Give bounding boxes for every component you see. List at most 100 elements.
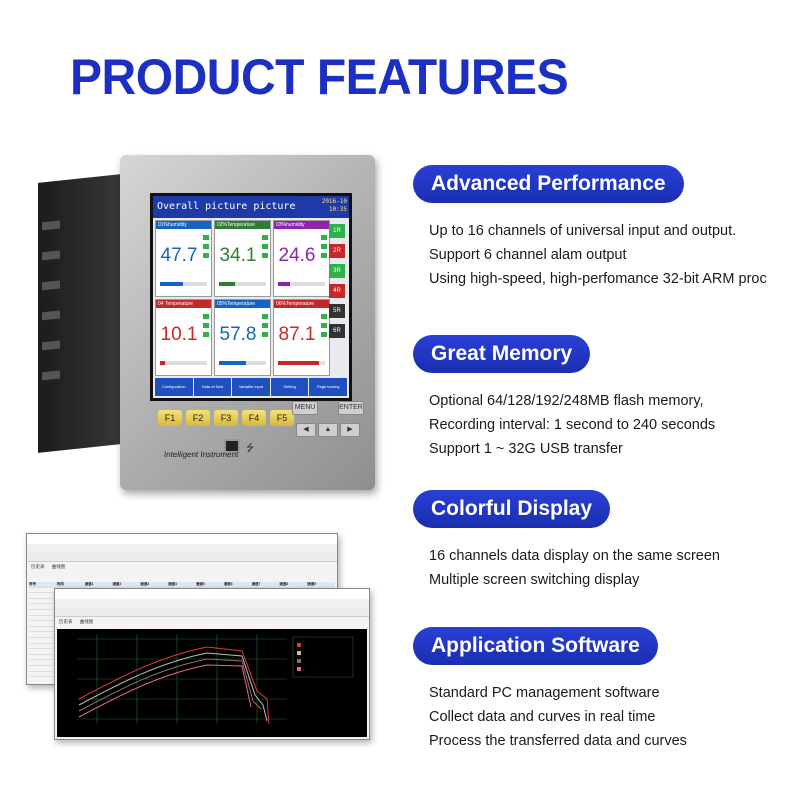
channel-tile: 04 Temperature 10.1 bbox=[155, 299, 212, 376]
function-key-f3[interactable]: F3 bbox=[214, 410, 238, 426]
function-key-f5[interactable]: F5 bbox=[270, 410, 294, 426]
channel-value: 57.8 bbox=[219, 324, 257, 345]
arrow-right-key[interactable]: ▶ bbox=[340, 423, 360, 437]
feature-heading: Application Software bbox=[413, 627, 658, 665]
tab-history[interactable]: 历史表 bbox=[31, 564, 45, 569]
channel-value: 34.1 bbox=[219, 245, 257, 266]
enter-key[interactable]: ENTER bbox=[338, 401, 364, 415]
feature-line: Up to 16 channels of universal input and… bbox=[429, 223, 737, 239]
arrow-up-key[interactable]: ▲ bbox=[318, 423, 338, 437]
window-toolbar bbox=[27, 552, 337, 562]
channel-value: 24.6 bbox=[278, 245, 316, 266]
table-header-cell: 序号 bbox=[29, 582, 36, 586]
channel-label: 01%humidity bbox=[156, 221, 211, 229]
table-header-cell: 时间 bbox=[56, 582, 64, 586]
table-header-cell: 通道2 bbox=[112, 582, 122, 586]
curve-plot-svg bbox=[77, 634, 354, 725]
feature-line: Support 1 ~ 32G USB transfer bbox=[429, 441, 623, 457]
function-key-f1[interactable]: F1 bbox=[158, 410, 182, 426]
tab-curve[interactable]: 曲线图 bbox=[51, 564, 66, 569]
channel-leds bbox=[321, 235, 327, 262]
channel-bar bbox=[278, 282, 325, 286]
feature-line: Collect data and curves in real time bbox=[429, 709, 656, 725]
channel-label: 04 Temperature bbox=[156, 300, 211, 308]
curve-window: 历史表 曲线图 bbox=[54, 588, 370, 740]
channel-tile: 01%humidity 47.7 bbox=[155, 220, 212, 297]
brand-label: Intelligent Instrument bbox=[163, 450, 239, 459]
channel-label: 05%Temperature bbox=[215, 300, 270, 308]
window-menu-bar bbox=[55, 599, 369, 607]
feature-lines: Up to 16 channels of universal input and… bbox=[413, 219, 793, 291]
window-tabs: 历史表 曲线图 bbox=[27, 562, 337, 571]
tab-curve[interactable]: 曲线图 bbox=[79, 619, 94, 624]
alarm-indicator: 2R bbox=[329, 244, 345, 258]
table-header-cell: 通道5 bbox=[195, 582, 205, 586]
curve-plot bbox=[57, 629, 367, 737]
channel-bar-fill bbox=[219, 282, 235, 286]
feature-heading: Colorful Display bbox=[413, 490, 611, 528]
feature-line: Standard PC management software bbox=[429, 685, 660, 701]
feature-lines: 16 channels data display on the same scr… bbox=[413, 544, 793, 592]
feature-lines: Standard PC management software Collect … bbox=[413, 681, 793, 753]
alarm-indicator: 4R bbox=[329, 284, 345, 298]
function-key-f4[interactable]: F4 bbox=[242, 410, 266, 426]
table-header-cell: 通道4 bbox=[168, 582, 178, 586]
feature-line: Process the transferred data and curves bbox=[429, 733, 687, 749]
feature-application-software: Application Software Standard PC managem… bbox=[413, 627, 793, 753]
soft-key[interactable]: Page turning bbox=[309, 378, 347, 396]
feature-line: Recording interval: 1 second to 240 seco… bbox=[429, 417, 716, 433]
usb-port bbox=[224, 439, 240, 453]
channel-value: 87.1 bbox=[278, 324, 316, 345]
feature-advanced-performance: Advanced Performance Up to 16 channels o… bbox=[413, 165, 793, 291]
screen-title: Overall picture picture bbox=[153, 196, 349, 218]
table-header-cell: 通道9 bbox=[307, 582, 317, 586]
table-header-cell: 通道6 bbox=[223, 582, 233, 586]
feature-line: 16 channels data display on the same scr… bbox=[429, 548, 720, 564]
menu-key[interactable]: MENU bbox=[292, 401, 318, 415]
screen-clock: 2016-10 10:35 bbox=[321, 198, 347, 213]
usb-icon: ⭍ bbox=[246, 443, 255, 454]
channel-bar bbox=[219, 361, 266, 365]
channel-tile: 02%Temperature 34.1 bbox=[214, 220, 271, 297]
recorder-device: Overall picture picture 2016-10 10:35 01… bbox=[120, 155, 375, 490]
channel-value: 47.7 bbox=[160, 245, 198, 266]
feature-heading: Advanced Performance bbox=[413, 165, 684, 203]
channel-label: 03%humidity bbox=[274, 221, 329, 229]
channel-bar-fill bbox=[219, 361, 247, 365]
table-header-cell: 通道8 bbox=[279, 582, 289, 586]
screen-bezel: Overall picture picture 2016-10 10:35 01… bbox=[150, 193, 352, 401]
alarm-indicator: 1R bbox=[329, 224, 345, 238]
device-screen: Overall picture picture 2016-10 10:35 01… bbox=[153, 196, 349, 398]
window-title-bar bbox=[27, 534, 337, 544]
channel-bar-fill bbox=[278, 282, 290, 286]
window-tabs: 历史表 曲线图 bbox=[55, 617, 369, 626]
channel-bar-fill bbox=[160, 361, 165, 365]
channel-value: 10.1 bbox=[160, 324, 198, 345]
channel-bar bbox=[219, 282, 266, 286]
channel-leds bbox=[203, 314, 209, 341]
channel-label: 02%Temperature bbox=[215, 221, 270, 229]
soft-key[interactable]: Variable input bbox=[232, 378, 270, 396]
feature-line: Optional 64/128/192/248MB flash memory, bbox=[429, 393, 704, 409]
device-side-panel bbox=[38, 173, 130, 453]
table-header-cell: 通道3 bbox=[140, 582, 150, 586]
alarm-indicator: 6R bbox=[329, 324, 345, 338]
window-toolbar bbox=[55, 607, 369, 617]
tab-history[interactable]: 历史表 bbox=[59, 619, 73, 624]
feature-heading: Great Memory bbox=[413, 335, 591, 373]
function-key-f2[interactable]: F2 bbox=[186, 410, 210, 426]
soft-key[interactable]: Setting bbox=[270, 378, 309, 396]
feature-lines: Optional 64/128/192/248MB flash memory, … bbox=[413, 389, 793, 461]
channel-tile: 05%Temperature 57.8 bbox=[214, 299, 271, 376]
channel-leds bbox=[203, 235, 209, 262]
channel-grid: 01%humidity 47.7 02%Temperature 34.1 03%humi… bbox=[155, 220, 331, 380]
table-header-cell: 通道7 bbox=[251, 582, 261, 586]
channel-label: 06%Temperature bbox=[274, 300, 329, 308]
soft-key[interactable]: Data of fluid bbox=[193, 378, 232, 396]
soft-key[interactable]: Configuration bbox=[155, 378, 193, 396]
arrow-left-key[interactable]: ◀ bbox=[296, 423, 316, 437]
channel-bar bbox=[160, 282, 207, 286]
alarm-indicator: 3R bbox=[329, 264, 345, 278]
